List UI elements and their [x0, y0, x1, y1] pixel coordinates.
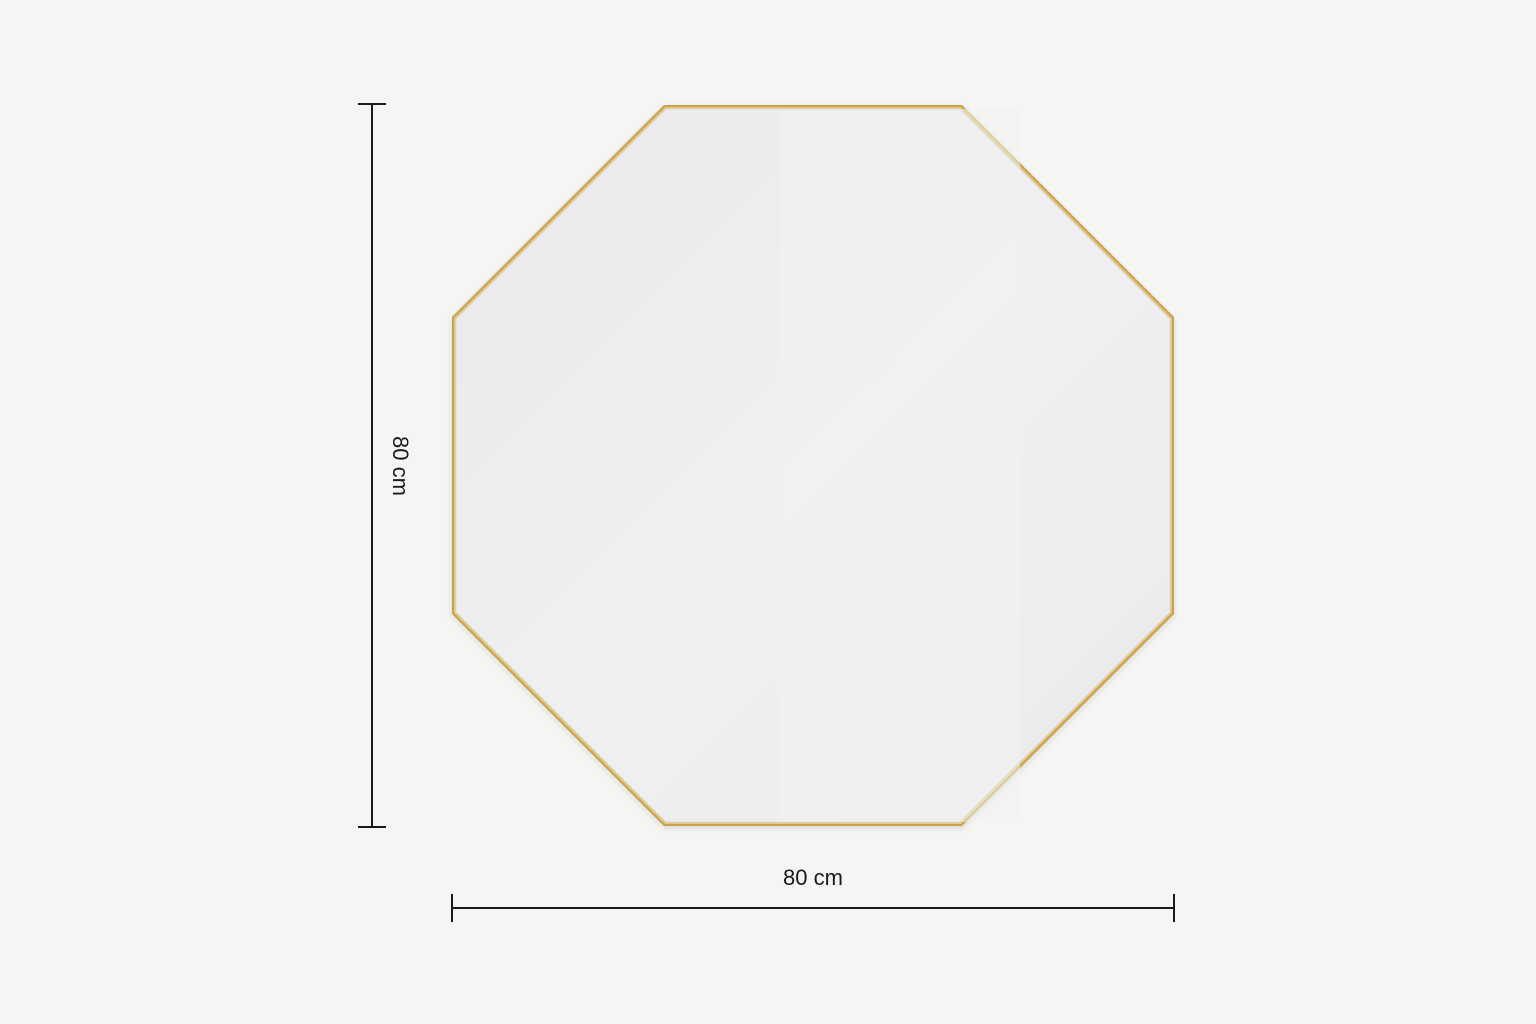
width-label: 80 cm: [783, 865, 843, 890]
octagon-mirror: [452, 105, 1174, 826]
width-dimension: 80 cm: [451, 865, 1175, 922]
height-dimension: 80 cm: [358, 103, 413, 828]
mirror-glass-outline: [455, 108, 1171, 823]
mirror-reflection-band: [780, 109, 1020, 822]
height-label: 80 cm: [388, 436, 413, 496]
